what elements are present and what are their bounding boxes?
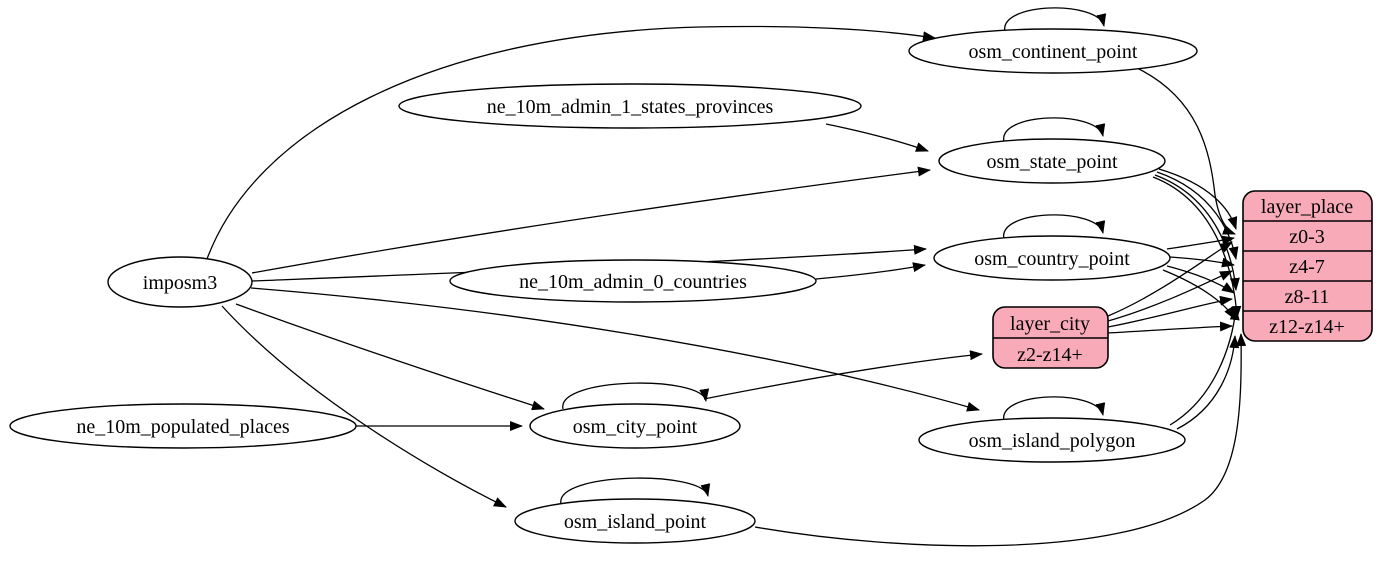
record-layer_city-row-z2-z14: z2-z14+ bbox=[1017, 344, 1083, 366]
edge-osm_country_point-to-layer_place-z0-3 bbox=[1166, 235, 1235, 250]
edge-layer_city-to-layer_place-z4-7 bbox=[1107, 270, 1233, 322]
edge-layer_city-to-layer_place-z12-z14 bbox=[1107, 321, 1233, 334]
node-osm_city_point: osm_city_point bbox=[529, 403, 741, 449]
edge-osm_state_point-to-layer_place-z8-11 bbox=[1154, 174, 1240, 291]
edge-ne_10m_admin_0_countries-to-osm_country_point bbox=[815, 262, 926, 280]
record-layer_city: layer_city z2-z14+ bbox=[992, 306, 1109, 369]
edge-osm_country_point-to-layer_place-z8-11 bbox=[1166, 265, 1235, 294]
node-osm_island_polygon-shape bbox=[918, 417, 1186, 463]
edge-osm_state_point-to-layer_place-z0-3 bbox=[1158, 168, 1238, 230]
node-ne_10m_admin_1_states_provinces-label: ne_10m_admin_1_states_provinces bbox=[487, 96, 774, 118]
node-osm_island_point-label: osm_island_point bbox=[564, 511, 707, 533]
edge-osm_country_point-to-layer_place-z4-7 bbox=[1169, 256, 1235, 268]
edge-imposm3-to-osm_continent_point bbox=[206, 25, 936, 260]
self-loop-osm_island_point bbox=[560, 477, 711, 505]
node-ne_10m_admin_1_states_provinces: ne_10m_admin_1_states_provinces bbox=[398, 83, 862, 129]
node-osm_island_polygon-label: osm_island_polygon bbox=[969, 430, 1136, 452]
node-osm_country_point-shape bbox=[933, 235, 1171, 281]
node-osm_city_point-shape bbox=[529, 403, 741, 449]
node-osm_continent_point-label: osm_continent_point bbox=[969, 41, 1138, 63]
node-ne_10m_admin_0_countries-shape bbox=[449, 259, 817, 303]
edge-imposm3-to-osm_island_point bbox=[221, 305, 507, 508]
edge-osm_island_polygon-to-layer_place-z12-z14 bbox=[1176, 335, 1240, 430]
self-loop-osm_city_point bbox=[562, 382, 710, 410]
record-layer_place-shape bbox=[1242, 190, 1373, 342]
edge-imposm3-to-osm_island_polygon bbox=[250, 287, 980, 412]
record-layer_place-row-z4-7: z4-7 bbox=[1289, 256, 1325, 278]
node-imposm3: imposm3 bbox=[107, 256, 253, 308]
node-osm_state_point-shape bbox=[938, 138, 1166, 184]
node-osm_state_point: osm_state_point bbox=[938, 138, 1166, 184]
node-ne_10m_populated_places-label: ne_10m_populated_places bbox=[76, 416, 289, 438]
edge-osm_island_point-to-layer_place-z12-z14 bbox=[754, 333, 1247, 547]
node-ne_10m_admin_0_countries: ne_10m_admin_0_countries bbox=[449, 259, 817, 303]
edge-layer_city-to-layer_place-z8-11 bbox=[1107, 295, 1233, 328]
node-osm_state_point-label: osm_state_point bbox=[986, 151, 1118, 173]
self-loop-osm_country_point bbox=[1003, 214, 1106, 240]
edge-osm_state_point-to-layer_place-z4-7 bbox=[1156, 171, 1239, 260]
edges bbox=[206, 7, 1247, 547]
self-loop-osm_continent_point bbox=[1004, 7, 1107, 33]
edge-imposm3-to-osm_state_point bbox=[251, 166, 931, 274]
record-layer_city-title: layer_city bbox=[1010, 313, 1090, 335]
node-imposm3-label: imposm3 bbox=[143, 272, 217, 294]
node-ne_10m_populated_places-shape bbox=[9, 403, 357, 449]
node-ne_10m_populated_places: ne_10m_populated_places bbox=[9, 403, 357, 449]
node-osm_island_point-shape bbox=[514, 498, 756, 544]
node-ne_10m_admin_1_states_provinces-shape bbox=[398, 83, 862, 129]
node-osm_continent_point-shape bbox=[908, 28, 1198, 74]
edge-osm_island_polygon-to-layer_place-z8-11 bbox=[1169, 307, 1240, 426]
node-osm_country_point-label: osm_country_point bbox=[974, 248, 1130, 270]
node-osm_island_point: osm_island_point bbox=[514, 498, 756, 544]
node-ne_10m_admin_0_countries-label: ne_10m_admin_0_countries bbox=[519, 271, 747, 293]
self-loop-osm_state_point bbox=[1003, 117, 1106, 143]
edge-imposm3-to-osm_city_point bbox=[235, 303, 545, 411]
node-osm_continent_point: osm_continent_point bbox=[908, 28, 1198, 74]
node-imposm3-shape bbox=[107, 256, 253, 308]
record-layer_place-row-z0-3: z0-3 bbox=[1289, 226, 1325, 248]
edge-osm_city_point-to-layer_city-z2-z14 bbox=[703, 350, 983, 400]
record-layer_place-row-z8-11: z8-11 bbox=[1285, 286, 1330, 308]
edge-ne_10m_admin_1_states_provinces-to-osm_state_point bbox=[825, 123, 929, 152]
node-osm_city_point-label: osm_city_point bbox=[573, 416, 698, 438]
record-layer_place: layer_place z0-3 z4-7 z8-11 z12-z14+ bbox=[1242, 190, 1373, 342]
node-osm_country_point: osm_country_point bbox=[933, 235, 1171, 281]
edge-osm_continent_point-to-layer_place-z0-3 bbox=[1136, 67, 1236, 235]
node-osm_island_polygon: osm_island_polygon bbox=[918, 417, 1186, 463]
edge-layer_city-to-layer_place-z0-3 bbox=[1107, 241, 1233, 317]
self-loop-osm_island_polygon bbox=[1003, 396, 1106, 422]
record-layer_place-row-z12-z14: z12-z14+ bbox=[1269, 316, 1345, 338]
record-layer_place-title: layer_place bbox=[1261, 196, 1353, 218]
